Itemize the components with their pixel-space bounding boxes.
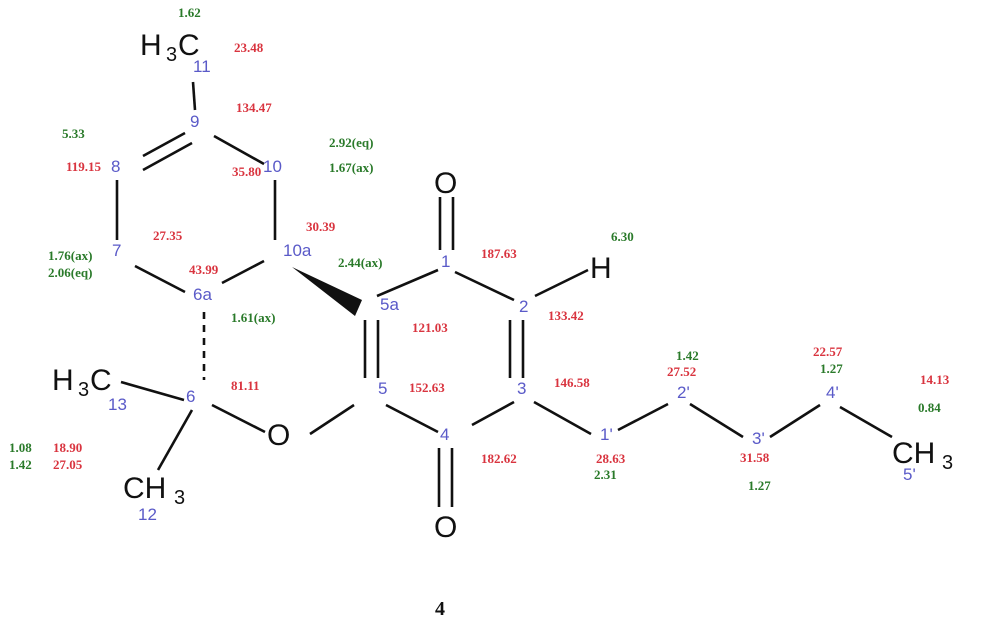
h1-shift-c10-ax: 1.67(ax) xyxy=(329,160,373,175)
atom-c5p-ch: CH xyxy=(892,437,935,470)
bond-c2p-c3p xyxy=(689,402,744,439)
h1-shift-c5p: 0.84 xyxy=(918,400,941,415)
atom-number-12: 12 xyxy=(138,505,157,524)
h1-shift-c7-eq: 2.06(eq) xyxy=(48,265,92,280)
atom-number-5a: 5a xyxy=(380,295,399,314)
atom-number-9: 9 xyxy=(190,112,199,131)
atom-number-2p: 2' xyxy=(677,383,690,402)
h1-shift-c10-eq: 2.92(eq) xyxy=(329,135,373,150)
bond-c5-c4 xyxy=(385,403,439,434)
bond-c9-c8-a xyxy=(142,131,186,158)
bond-c3p-c4p xyxy=(769,403,821,439)
c13-shift-c2p: 27.52 xyxy=(667,364,696,379)
atom-number-6: 6 xyxy=(186,387,195,406)
atom-c13-c: C xyxy=(90,364,112,397)
bond-c5a-c1 xyxy=(376,268,439,298)
h1-shift-methyl-b: 1.42 xyxy=(9,457,32,472)
atom-number-11: 11 xyxy=(193,57,211,76)
h1-shift-c2p: 1.42 xyxy=(676,348,699,363)
c13-shifts: 23.48 134.47 119.15 35.80 27.35 30.39 43… xyxy=(53,40,950,472)
wedge-bond-c10a-c5a xyxy=(292,267,362,316)
bond-c6-o xyxy=(211,403,266,434)
c13-shift-c2: 133.42 xyxy=(548,308,584,323)
atom-c11-c: C xyxy=(178,29,200,62)
c13-shift-c4: 182.62 xyxy=(481,451,517,466)
atom-number-5p: 5' xyxy=(903,465,916,484)
c13-shift-c5: 152.63 xyxy=(409,380,445,395)
h1-shift-c2: 6.30 xyxy=(611,229,634,244)
h1-shift-c8: 5.33 xyxy=(62,126,85,141)
bond-c6a-c10a xyxy=(221,259,265,285)
c13-shift-c9: 134.47 xyxy=(236,100,272,115)
c13-shift-c3: 146.58 xyxy=(554,375,590,390)
bond-c4p-c5p xyxy=(839,405,893,439)
atom-number-10: 10 xyxy=(263,157,282,176)
h1-shift-c7-ax: 1.76(ax) xyxy=(48,248,92,263)
c13-shift-c4p: 22.57 xyxy=(813,344,843,359)
bond-c9-c8-b xyxy=(142,141,193,172)
bond-c7-c6a xyxy=(134,264,186,294)
c13-shift-c7: 27.35 xyxy=(153,228,183,243)
atom-number-13: 13 xyxy=(108,395,127,414)
atom-number-4p: 4' xyxy=(826,383,839,402)
atom-c13-h: H xyxy=(52,364,74,397)
atom-o-ring: O xyxy=(267,419,290,452)
atom-c11-sub: 3 xyxy=(166,44,177,66)
atom-number-3: 3 xyxy=(517,379,526,398)
atom-c12-ch: CH xyxy=(123,472,166,505)
atom-c5p-sub: 3 xyxy=(942,452,953,474)
h1-shifts: 1.62 5.33 2.92(eq) 1.67(ax) 1.76(ax) 2.0… xyxy=(9,5,941,493)
c13-shift-methyl-b: 27.05 xyxy=(53,457,83,472)
atom-c13-sub: 3 xyxy=(78,379,89,401)
atom-o-c4: O xyxy=(434,511,457,544)
c13-shift-c6: 81.11 xyxy=(231,378,260,393)
bond-o-c5 xyxy=(309,403,355,436)
bonds xyxy=(115,81,893,507)
atom-number-5: 5 xyxy=(378,379,387,398)
atom-number-1: 1 xyxy=(441,252,450,271)
bond-c6-c12 xyxy=(156,409,194,471)
bond-c1-c2 xyxy=(454,270,515,302)
atom-number-7: 7 xyxy=(112,241,121,260)
h1-shift-c11: 1.62 xyxy=(178,5,201,20)
h1-shift-c1p: 2.31 xyxy=(594,467,617,482)
h1-shift-c4p: 1.27 xyxy=(820,361,843,376)
c13-shift-c5a: 121.03 xyxy=(412,320,448,335)
atom-number-10a: 10a xyxy=(283,241,312,260)
bond-c1p-c2p xyxy=(617,402,669,432)
c13-shift-c1p: 28.63 xyxy=(596,451,626,466)
h1-shift-c3p: 1.27 xyxy=(748,478,771,493)
atom-number-6a: 6a xyxy=(193,285,212,304)
atom-number-8: 8 xyxy=(111,157,120,176)
c13-shift-methyl-a: 18.90 xyxy=(53,440,82,455)
c13-shift-c5p: 14.13 xyxy=(920,372,950,387)
c13-shift-c8: 119.15 xyxy=(66,159,102,174)
bond-c3-c1p xyxy=(533,400,592,436)
h1-shift-c10a: 2.44(ax) xyxy=(338,255,382,270)
atom-number-1p: 1' xyxy=(600,425,613,444)
c13-shift-c6a: 43.99 xyxy=(189,262,219,277)
bond-c11-c9 xyxy=(191,81,197,111)
atom-number-2: 2 xyxy=(519,297,528,316)
compound-label: 4 xyxy=(435,598,445,620)
atom-h-c2: H xyxy=(590,252,612,285)
bond-c2-h xyxy=(534,268,589,298)
bond-c4-c3 xyxy=(471,400,515,427)
atom-numbers: 11 9 8 10 7 10a 6a 6 13 12 5a 1 2 5 3 4 … xyxy=(108,57,916,524)
bond-c9-c10 xyxy=(213,134,265,166)
c13-shift-c10: 35.80 xyxy=(232,164,261,179)
c13-shift-c10a: 30.39 xyxy=(306,219,336,234)
bond-c13-c6 xyxy=(120,380,185,402)
c13-shift-c3p: 31.58 xyxy=(740,450,770,465)
atom-o-c1: O xyxy=(434,167,457,200)
atom-symbols: H 3 C H 3 C CH 3 O O O H CH 3 xyxy=(52,29,953,544)
h1-shift-c6a: 1.61(ax) xyxy=(231,310,275,325)
c13-shift-c1: 187.63 xyxy=(481,246,517,261)
atom-c12-sub: 3 xyxy=(174,487,185,509)
atom-number-3p: 3' xyxy=(752,429,765,448)
atom-c11-h: H xyxy=(140,29,162,62)
c13-shift-c11: 23.48 xyxy=(234,40,264,55)
h1-shift-methyl-a: 1.08 xyxy=(9,440,32,455)
atom-number-4: 4 xyxy=(440,425,449,444)
